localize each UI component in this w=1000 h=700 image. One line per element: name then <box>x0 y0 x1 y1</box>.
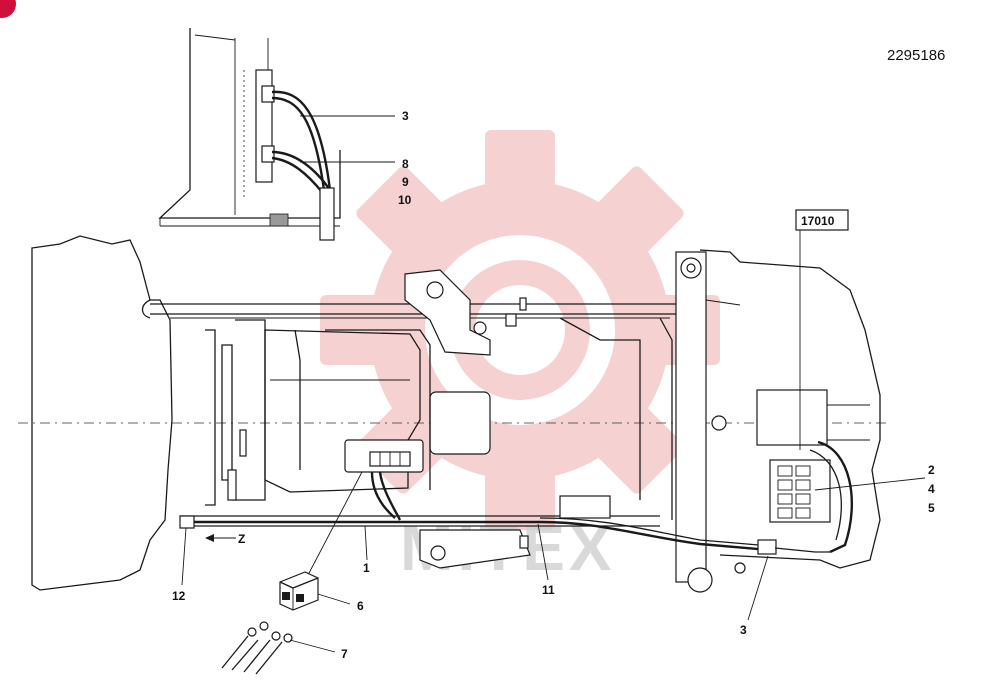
callout-right-5: 5 <box>928 501 935 515</box>
callout-inset-10: 10 <box>398 193 412 207</box>
document-number: 2295186 <box>887 47 945 64</box>
callout-inset-8: 8 <box>402 157 409 171</box>
callout-bottom-12: 12 <box>172 589 186 603</box>
callout-part-7: 7 <box>341 647 348 661</box>
corner-badge <box>0 0 16 18</box>
terminals-part-7 <box>221 621 336 675</box>
callout-bottom-1: 1 <box>363 561 370 575</box>
callout-inset-9: 9 <box>402 175 409 189</box>
main-assembly <box>18 209 890 593</box>
callout-inset-3: 3 <box>402 109 409 123</box>
callout-right-4: 4 <box>928 482 935 496</box>
connector-part-6 <box>279 571 351 611</box>
reference-box-label: 17010 <box>801 214 835 228</box>
inset-detail <box>158 28 395 241</box>
callout-bottom-3: 3 <box>740 623 747 637</box>
callout-right-2: 2 <box>928 463 935 477</box>
callout-bottom-11: 11 <box>542 583 555 597</box>
direction-label-z: Z <box>238 532 245 546</box>
callout-part-6: 6 <box>357 599 364 613</box>
